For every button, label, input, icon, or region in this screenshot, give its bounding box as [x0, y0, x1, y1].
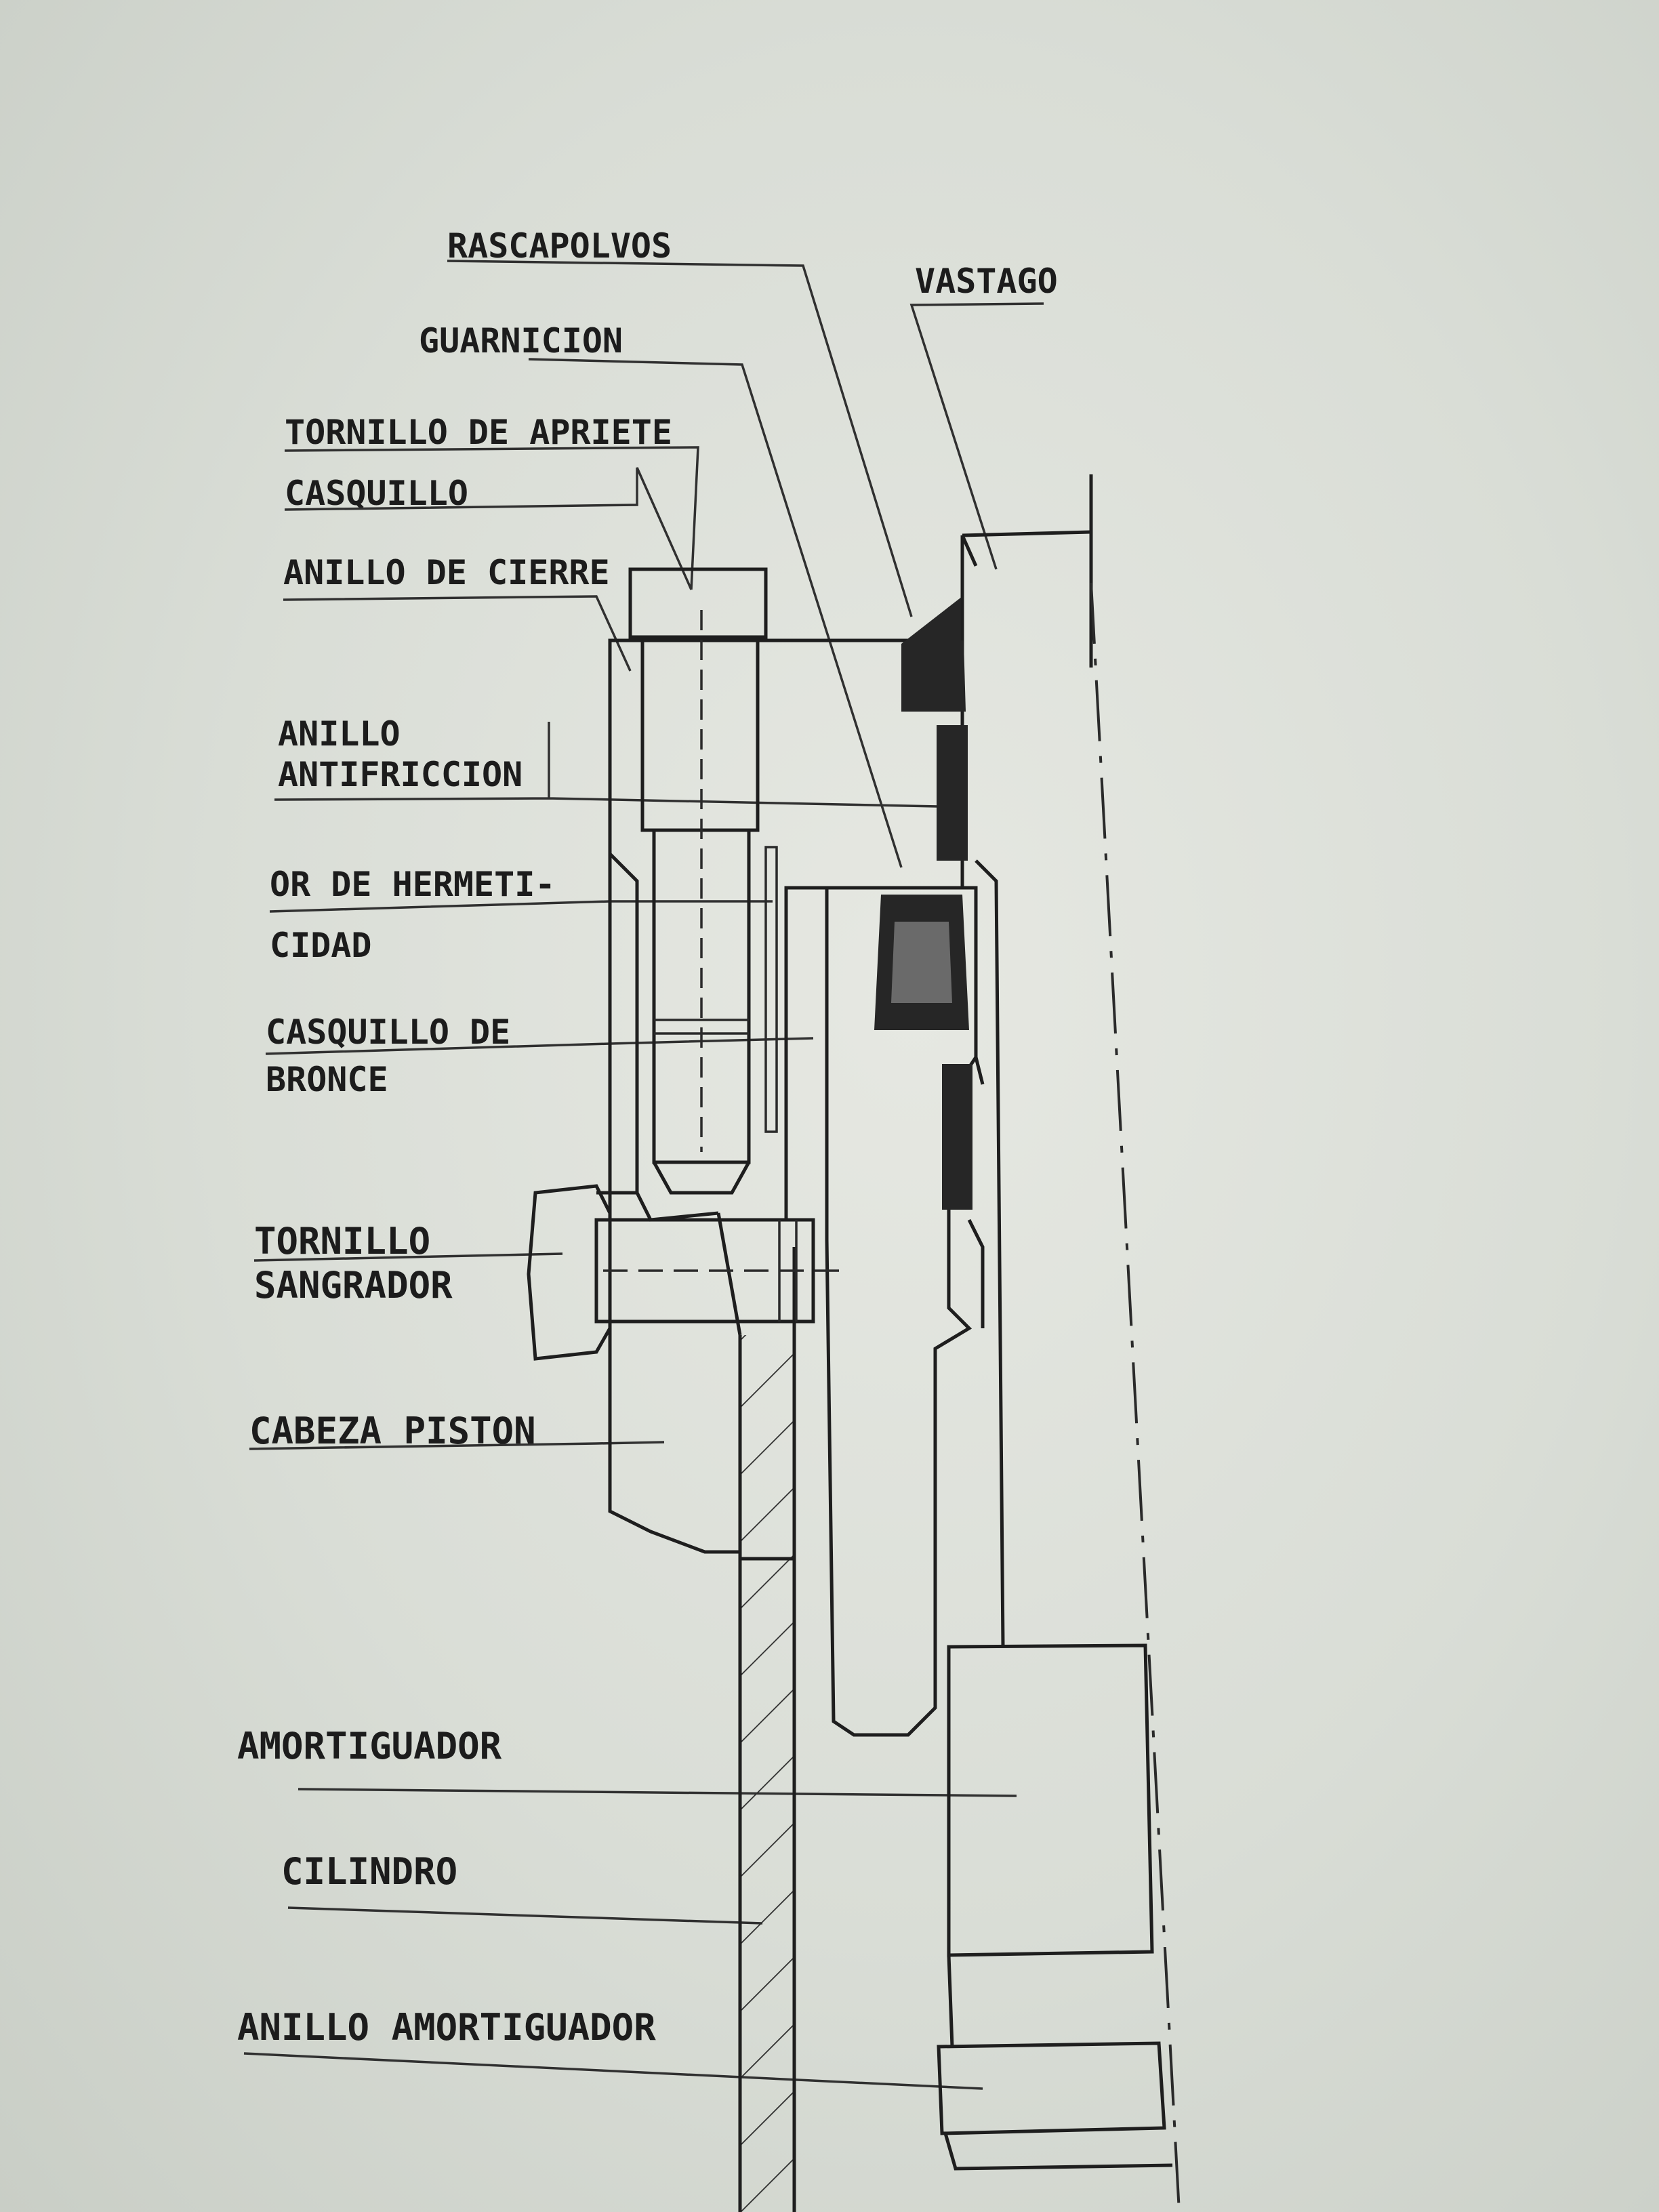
centerline	[1090, 582, 1181, 2212]
bleeder-screw-head	[527, 1184, 612, 1361]
amortiguador-block	[937, 1643, 1173, 2171]
anillo-antifriccion-seal	[937, 725, 968, 861]
leader-casquillo	[284, 467, 693, 590]
label-or-hermeticidad-2: CIDAD	[270, 926, 372, 965]
leader-vastago	[909, 302, 1044, 570]
piston-rod	[960, 474, 1093, 1647]
label-tornillo-sangrador-1: TORNILLO	[254, 1220, 430, 1263]
label-anillo-cierre: ANILLO DE CIERRE	[283, 553, 610, 592]
label-vastago: VASTAGO	[915, 262, 1058, 301]
guarnicion-seal	[942, 1064, 972, 1210]
leader-amortiguador	[298, 1788, 1017, 1797]
leader-anillo-amortiguador	[243, 2052, 983, 2090]
leader-cabeza-piston	[249, 1441, 665, 1450]
seals	[874, 596, 972, 1210]
leader-rascapolvos	[447, 260, 913, 617]
label-tornillo-apriete: TORNILLO DE APRIETE	[285, 413, 672, 452]
label-anillo-antifriccion-2: ANTIFRICCION	[278, 755, 523, 794]
label-amortiguador: AMORTIGUADOR	[237, 1725, 502, 1767]
leader-anillo-cierre	[283, 595, 632, 672]
bronze-bushing	[764, 846, 778, 1133]
label-casquillo-bronce-2: BRONCE	[266, 1060, 388, 1099]
leader-guarnicion	[528, 358, 903, 868]
leader-lines	[243, 260, 1044, 2090]
leader-tornillo-sangrador	[253, 1252, 563, 1262]
label-tornillo-sangrador-2: SANGRADOR	[254, 1264, 453, 1307]
anillo-amortiguador-ring	[937, 2041, 1166, 2135]
bleeder-screw-shank	[594, 1218, 815, 1324]
label-anillo-amortiguador: ANILLO AMORTIGUADOR	[237, 2006, 656, 2049]
label-casquillo-bronce-1: CASQUILLO DE	[266, 1012, 510, 1052]
label-anillo-antifriccion-1: ANILLO	[278, 714, 401, 754]
label-rascapolvos: RASCAPOLVOS	[447, 226, 672, 266]
cylinder-wall	[716, 1212, 796, 2212]
leader-tornillo-apriete	[284, 446, 699, 590]
label-guarnicion: GUARNICION	[419, 321, 623, 361]
leader-anillo-antifriccion	[274, 722, 939, 808]
rascapolvos-seal	[901, 596, 966, 712]
bleeder-screw	[527, 1184, 840, 1361]
label-or-hermeticidad-1: OR DE HERMETI-	[270, 865, 555, 904]
labels: RASCAPOLVOS VASTAGO GUARNICION TORNILLO …	[237, 226, 1058, 2049]
leader-cilindro	[287, 1906, 763, 1925]
clamping-screw	[628, 567, 778, 1195]
screw-head	[628, 567, 768, 639]
label-cilindro: CILINDRO	[281, 1850, 457, 1893]
